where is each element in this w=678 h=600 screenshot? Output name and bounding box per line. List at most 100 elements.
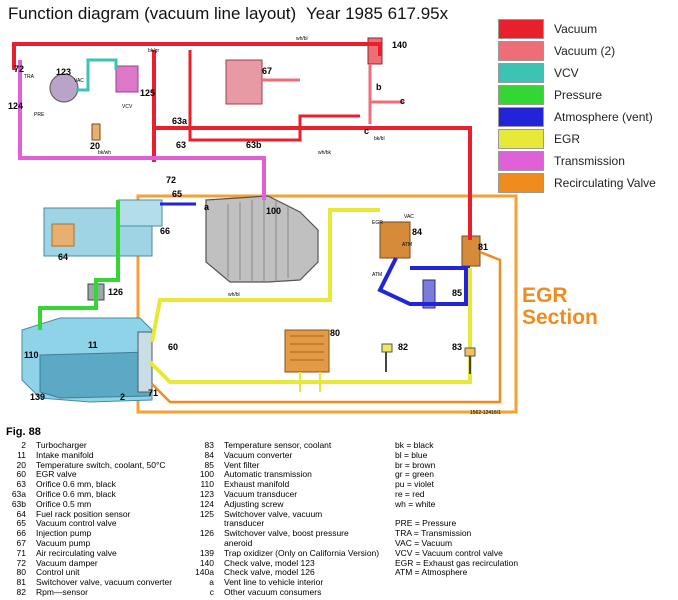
vacuum-line-main	[12, 42, 382, 70]
turbocharger	[137, 331, 153, 393]
legend-item-transmission: Transmission	[498, 150, 676, 172]
legend-swatch	[498, 129, 544, 149]
model-year: Year 1985 617.95x	[306, 4, 449, 23]
color-code: br = brown	[395, 459, 436, 470]
callout-65: 65	[172, 189, 182, 199]
callout-84: 84	[412, 227, 422, 237]
callout-11: 11	[88, 340, 98, 350]
vcv-line	[76, 58, 118, 92]
temperature-switch	[91, 123, 101, 141]
pressure-line	[38, 200, 120, 330]
callout-85: 85	[452, 288, 462, 298]
legend-label: Atmosphere (vent)	[554, 110, 653, 124]
callout-82: 82	[398, 342, 408, 352]
figure-number: Fig. 88	[6, 426, 41, 438]
transmission-line	[18, 60, 266, 200]
port-atm2: ATM	[372, 272, 382, 278]
port-pre: PRE	[34, 112, 45, 118]
legend-label: EGR	[554, 132, 581, 146]
wire-tag: wh/bl	[296, 36, 308, 42]
egr-section-frame	[136, 194, 518, 414]
egr-section-label: EGR Section	[522, 285, 598, 329]
legend-item-vacuum-2: Vacuum (2)	[498, 40, 676, 62]
callout-64: 64	[58, 252, 68, 262]
egr-section-label-line1: EGR	[522, 284, 568, 307]
vent-filter	[422, 279, 436, 309]
port-vcv: VCV	[122, 104, 133, 110]
legend-swatch	[498, 85, 544, 105]
vacuum-line-orifice	[188, 50, 360, 142]
legend-item-atmosphere: Atmosphere (vent)	[498, 106, 676, 128]
abbreviation: ATM = Atmosphere	[395, 567, 468, 578]
abbreviation: PRE = Pressure	[395, 518, 457, 529]
legend-swatch	[498, 63, 544, 83]
callout-c: c	[400, 96, 405, 106]
abbreviation: VAC = Vacuum	[395, 537, 453, 548]
vacuum-line-to-egr	[152, 50, 472, 240]
legend-swatch	[498, 173, 544, 193]
color-code: bk = black	[395, 440, 434, 450]
callout-125: 125	[140, 88, 155, 98]
callout-a: a	[204, 202, 210, 212]
transmission-ribs	[227, 198, 289, 282]
legend-item-vacuum: Vacuum	[498, 18, 676, 40]
callout-67: 67	[262, 66, 272, 76]
callout-126: 126	[108, 287, 123, 297]
callout-71: 71	[148, 388, 158, 398]
callout-81: 81	[478, 242, 488, 252]
legend-label: Vacuum (2)	[554, 44, 616, 58]
callout-66: 66	[160, 226, 170, 236]
legend-item-pressure: Pressure	[498, 84, 676, 106]
wire-tag: wh/bk	[318, 150, 332, 156]
legend-label: Recirculating Valve	[554, 176, 656, 190]
callout-63: 63	[176, 140, 186, 150]
color-legend: Vacuum Vacuum (2) VCV Pressure Atmospher…	[498, 18, 676, 194]
legend-label: VCV	[554, 66, 579, 80]
callout-72b: 72	[166, 175, 176, 185]
callout-60: 60	[168, 342, 178, 352]
diagram-title: Function diagram (vacuum line layout)	[8, 4, 297, 23]
callout-139: 139	[30, 392, 45, 402]
color-code: wh = white	[395, 498, 436, 509]
legend-item-recirculating-valve: Recirculating Valve	[498, 172, 676, 194]
legend-swatch	[498, 107, 544, 127]
vacuum-pump	[225, 59, 263, 105]
port-atm: ATM	[402, 242, 412, 248]
legend-swatch	[498, 19, 544, 39]
color-code: pu = violet	[395, 479, 434, 490]
legend-item-vcv: VCV	[498, 62, 676, 84]
color-code: bl = blue	[395, 449, 428, 460]
part-row: transducer	[224, 518, 265, 529]
automatic-transmission	[205, 195, 319, 283]
recirculating-valve-line	[151, 250, 502, 404]
vacuum-line-diagram: 72 123 124 125 20 63a 63 63b 67 140 65 7…	[8, 36, 518, 416]
egr-section-label-line2: Section	[522, 306, 598, 329]
callout-20: 20	[90, 141, 100, 151]
abbreviation: TRA = Transmission	[395, 528, 472, 539]
rpm-sensor-head	[381, 343, 393, 353]
wire-tag: wh/bl	[228, 292, 240, 298]
port-vac2: VAC	[404, 214, 414, 220]
abbreviation-list: bk = black bl = blue br = brown gr = gre…	[395, 440, 518, 578]
callout-80: 80	[330, 328, 340, 338]
